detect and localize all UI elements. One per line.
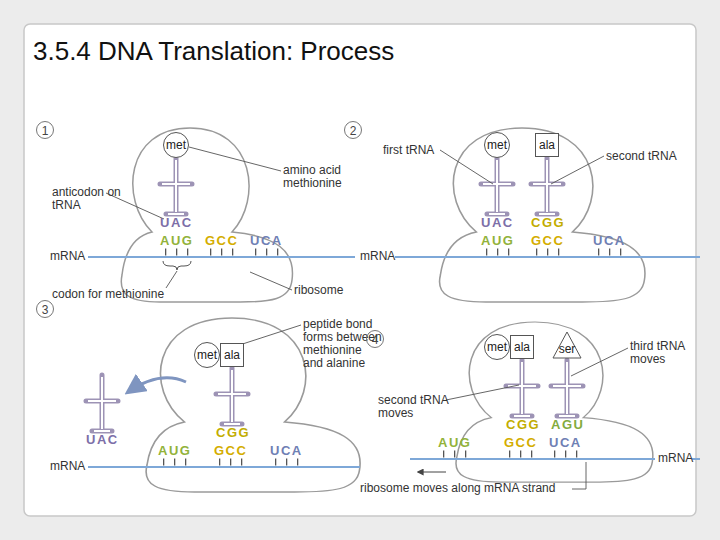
strand-label: mRNA — [658, 452, 693, 465]
amino-acid-name: met — [487, 138, 507, 152]
leader-line — [166, 271, 177, 288]
annotation-label: ribosome moves along mRNA strand — [360, 482, 590, 495]
codon-label: GCC — [531, 234, 564, 247]
codon-label: UCA — [549, 436, 582, 449]
part-label: ribosome — [294, 284, 343, 297]
anticodon-label: CGG — [216, 426, 250, 439]
trna-symbol — [531, 158, 563, 214]
codon-label: UCA — [270, 444, 303, 457]
strand-label: mRNA — [360, 250, 395, 263]
annotation-label: amino acid methionine — [283, 164, 363, 190]
amino-acid-name: ala — [539, 138, 555, 152]
mrna-strand — [395, 256, 700, 258]
anticodon-label: UAC — [481, 216, 514, 229]
callout-number: 2 — [344, 121, 362, 139]
codon-label: AUG — [481, 234, 514, 247]
amino-acid-box: ala — [510, 335, 534, 359]
release-arrow — [128, 378, 186, 392]
codon-label: AUG — [158, 444, 191, 457]
base-ticks — [163, 252, 624, 462]
leader-line — [571, 348, 628, 376]
ribosome-outline — [121, 128, 292, 302]
base-ticks — [509, 451, 535, 458]
leader-line — [250, 272, 292, 290]
amino-acid-name: met — [487, 340, 507, 354]
base-ticks — [255, 249, 281, 256]
strand-label: mRNA — [50, 250, 85, 263]
callout-number: 1 — [36, 121, 54, 139]
leader-line — [551, 156, 604, 184]
annotation-label: second tRNA — [606, 150, 696, 163]
base-ticks — [598, 249, 624, 256]
base-ticks — [165, 249, 191, 256]
base-ticks — [443, 451, 469, 458]
annotation-label: third tRNA moves — [630, 340, 696, 366]
base-ticks — [486, 249, 512, 256]
codon-label: AUG — [160, 234, 193, 247]
mrna-strand — [88, 256, 355, 258]
anticodon-label: AGU — [551, 418, 584, 431]
base-ticks — [554, 451, 580, 458]
codon-label: UCA — [250, 234, 283, 247]
amino-acid-name: ala — [514, 340, 530, 354]
codon-bracket — [163, 261, 191, 270]
anticodon-label: CGG — [531, 216, 565, 229]
leader-line — [189, 147, 281, 171]
amino-acid-name: ala — [224, 348, 240, 362]
leader-line — [446, 385, 519, 400]
slide-title: 3.5.4 DNA Translation: Process — [33, 36, 394, 67]
amino-acid-circle: met — [194, 342, 220, 368]
amino-acid-name: ser — [559, 342, 576, 356]
amino-acid-box: ala — [535, 133, 559, 157]
annotation-label: anticodon on tRNA — [52, 186, 144, 212]
amino-acid-triangle: ser — [552, 331, 582, 359]
base-ticks — [219, 459, 245, 466]
amino-acid-circle: met — [484, 132, 510, 158]
callout-number: 3 — [36, 300, 54, 318]
mrna-strand — [410, 458, 655, 460]
triangle-outline — [553, 332, 581, 358]
base-ticks — [536, 249, 562, 256]
base-ticks — [275, 459, 301, 466]
leader-line — [440, 150, 493, 184]
codon-label: UCA — [593, 234, 626, 247]
base-ticks — [163, 459, 189, 466]
amino-acid-circle: met — [163, 132, 189, 158]
leader-line — [572, 462, 586, 489]
mrna-strand — [88, 466, 360, 468]
codon-label: GCC — [504, 436, 537, 449]
annotation-label: first tRNA — [383, 144, 453, 157]
annotation-label: second tRNA moves — [378, 394, 450, 420]
annotation-label: codon for methionine — [52, 288, 182, 301]
trna-symbol — [216, 368, 248, 424]
direction-arrow — [418, 472, 446, 473]
anticodon-label: CGG — [506, 418, 540, 431]
strand-label: mRNA — [50, 460, 85, 473]
codon-label: AUG — [438, 436, 471, 449]
slide-card — [24, 24, 696, 516]
amino-acid-name: met — [197, 348, 217, 362]
trna-symbol — [160, 158, 192, 214]
amino-acid-circle: met — [484, 334, 510, 360]
callout-number: 4 — [366, 330, 384, 348]
codon-label: GCC — [205, 234, 238, 247]
leader-lines — [106, 147, 628, 489]
trna-symbol — [481, 158, 513, 214]
trna-symbol — [506, 360, 538, 416]
base-ticks — [210, 249, 236, 256]
amino-acid-box: ala — [220, 343, 244, 367]
codon-label: GCC — [214, 444, 247, 457]
anticodon-label: UAC — [160, 216, 193, 229]
amino-acid-name: met — [166, 138, 186, 152]
anticodon-label: UAC — [86, 433, 119, 446]
trna-symbol — [551, 360, 583, 416]
trna-symbol — [86, 375, 118, 431]
